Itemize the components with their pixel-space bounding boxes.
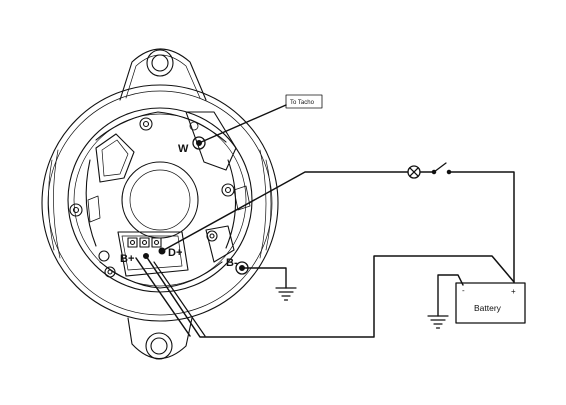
alternator-body (41, 48, 279, 360)
d-plus-label: D+ (168, 247, 182, 259)
battery-ground-wire (437, 274, 464, 317)
b-plus-label: B+ (120, 253, 134, 265)
b-minus-label: B- (226, 257, 238, 269)
b-plus-wire (145, 255, 515, 338)
battery-plus-sign: + (511, 287, 516, 296)
battery-box (455, 282, 526, 324)
ground-wire-b-minus (241, 267, 287, 289)
switch-icon (431, 162, 452, 175)
to-tacho-label: To Tacho (290, 100, 315, 106)
ground-icon (275, 287, 297, 301)
lamp-icon (407, 165, 421, 179)
to-tacho-box (285, 94, 323, 109)
tacho-wire (198, 104, 287, 144)
switch-to-battery-wire (448, 171, 515, 283)
battery-minus-sign: - (462, 286, 465, 295)
d-plus-wire (161, 171, 409, 252)
ground-icon (427, 315, 449, 329)
w-label: W (178, 143, 189, 155)
b-plus-wire-inner-2 (153, 261, 206, 337)
battery-label: Battery (474, 303, 502, 313)
b-plus-wire-inner (135, 257, 191, 337)
